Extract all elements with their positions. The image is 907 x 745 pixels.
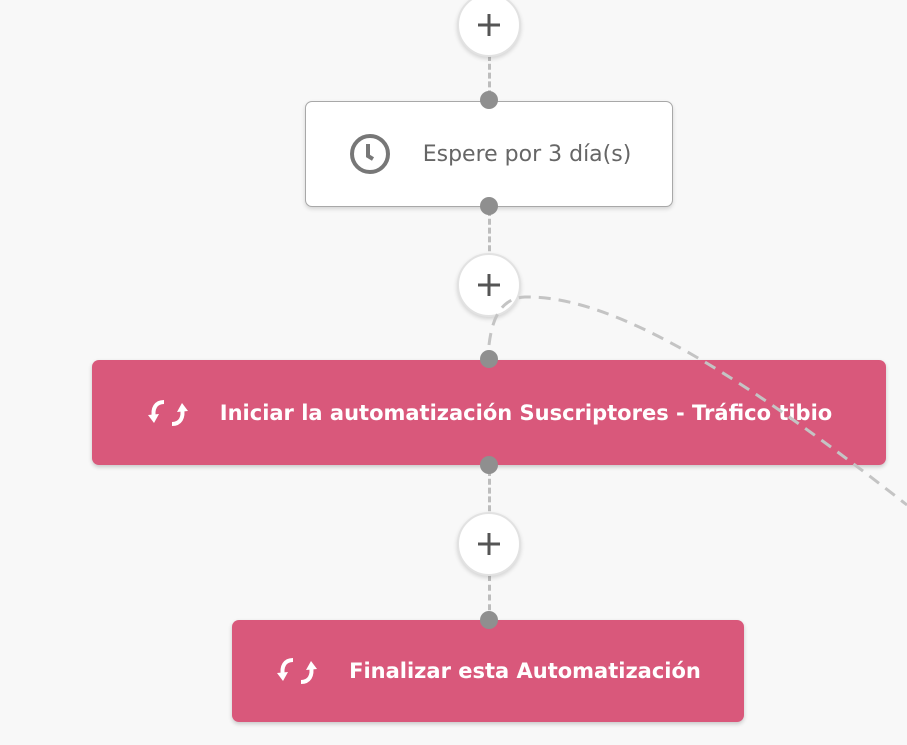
wait-step-label: Espere por 3 día(s)	[422, 141, 632, 167]
sync-icon	[146, 396, 190, 430]
plus-icon	[478, 533, 500, 555]
connector-dot[interactable]	[480, 456, 498, 474]
sync-icon	[275, 654, 319, 688]
wait-step-node[interactable]: Espere por 3 día(s)	[305, 101, 673, 207]
connector-dot[interactable]	[480, 611, 498, 629]
end-automation-step-node[interactable]: Finalizar esta Automatización	[232, 620, 744, 722]
add-step-button[interactable]	[457, 0, 521, 57]
end-automation-label: Finalizar esta Automatización	[349, 659, 701, 683]
clock-icon	[347, 131, 393, 177]
connector-dot[interactable]	[480, 350, 498, 368]
connector-line	[488, 210, 491, 260]
connector-line	[488, 575, 491, 620]
start-automation-label: Iniciar la automatización Suscriptores -…	[219, 400, 833, 425]
plus-icon	[478, 274, 500, 296]
start-automation-step-node[interactable]: Iniciar la automatización Suscriptores -…	[92, 360, 886, 465]
plus-icon	[478, 14, 500, 36]
connector-dot[interactable]	[480, 197, 498, 215]
connector-line	[488, 55, 491, 105]
connector-dot[interactable]	[480, 91, 498, 109]
add-step-button[interactable]	[457, 253, 521, 317]
add-step-button[interactable]	[457, 512, 521, 576]
